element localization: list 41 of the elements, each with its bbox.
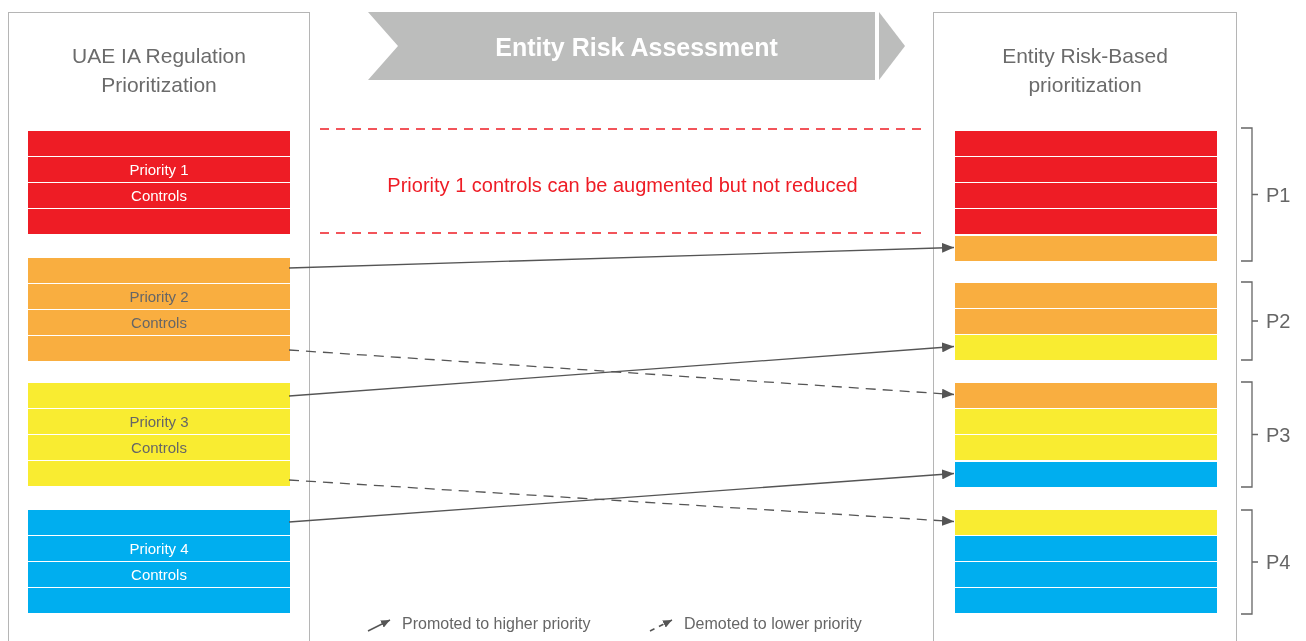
column-panel (8, 12, 310, 641)
priority-band (28, 510, 290, 614)
priority-band (28, 258, 290, 362)
arrow (288, 242, 955, 269)
priority-bar (955, 536, 1217, 561)
group-label: P4 (1266, 550, 1291, 575)
priority-bar (955, 236, 1217, 261)
priority-bar (955, 131, 1217, 156)
priority-bar (955, 157, 1217, 182)
priority-bar (955, 510, 1217, 535)
priority-bar (955, 383, 1217, 408)
band-label: Priority 2 Controls (128, 287, 190, 333)
note-text: Priority 1 controls can be augmented but not reduced (386, 174, 859, 197)
band-label: Priority 1 Controls (128, 160, 190, 206)
column-panel (933, 12, 1237, 641)
priority-bar (955, 209, 1217, 234)
priority-bar (955, 409, 1217, 434)
priority-bar (955, 435, 1217, 460)
priority-bar (955, 335, 1217, 360)
legend-label: Demoted to lower priority (684, 614, 862, 634)
priority-bar (955, 283, 1217, 308)
priority-band (28, 131, 290, 235)
priority-bar (955, 462, 1217, 487)
group-label: P1 (1266, 182, 1291, 208)
priority-bar (955, 562, 1217, 587)
priority-bar (955, 588, 1217, 613)
arrow (288, 479, 955, 526)
arrow (288, 342, 955, 397)
group-label: P2 (1266, 309, 1291, 334)
column-title: Entity Risk-Based prioritization (1001, 43, 1169, 98)
priority-bar (955, 309, 1217, 334)
priority-band (28, 383, 290, 487)
group-label: P3 (1266, 422, 1291, 448)
legend-label: Promoted to higher priority (402, 614, 591, 634)
priority-bar (955, 183, 1217, 208)
banner-title: Entity Risk Assessment (494, 33, 779, 61)
column-title: UAE IA Regulation Prioritization (71, 43, 247, 98)
arrow (288, 469, 955, 523)
arrow (288, 349, 955, 399)
band-label: Priority 3 Controls (128, 412, 190, 458)
band-label: Priority 4 Controls (128, 539, 190, 585)
